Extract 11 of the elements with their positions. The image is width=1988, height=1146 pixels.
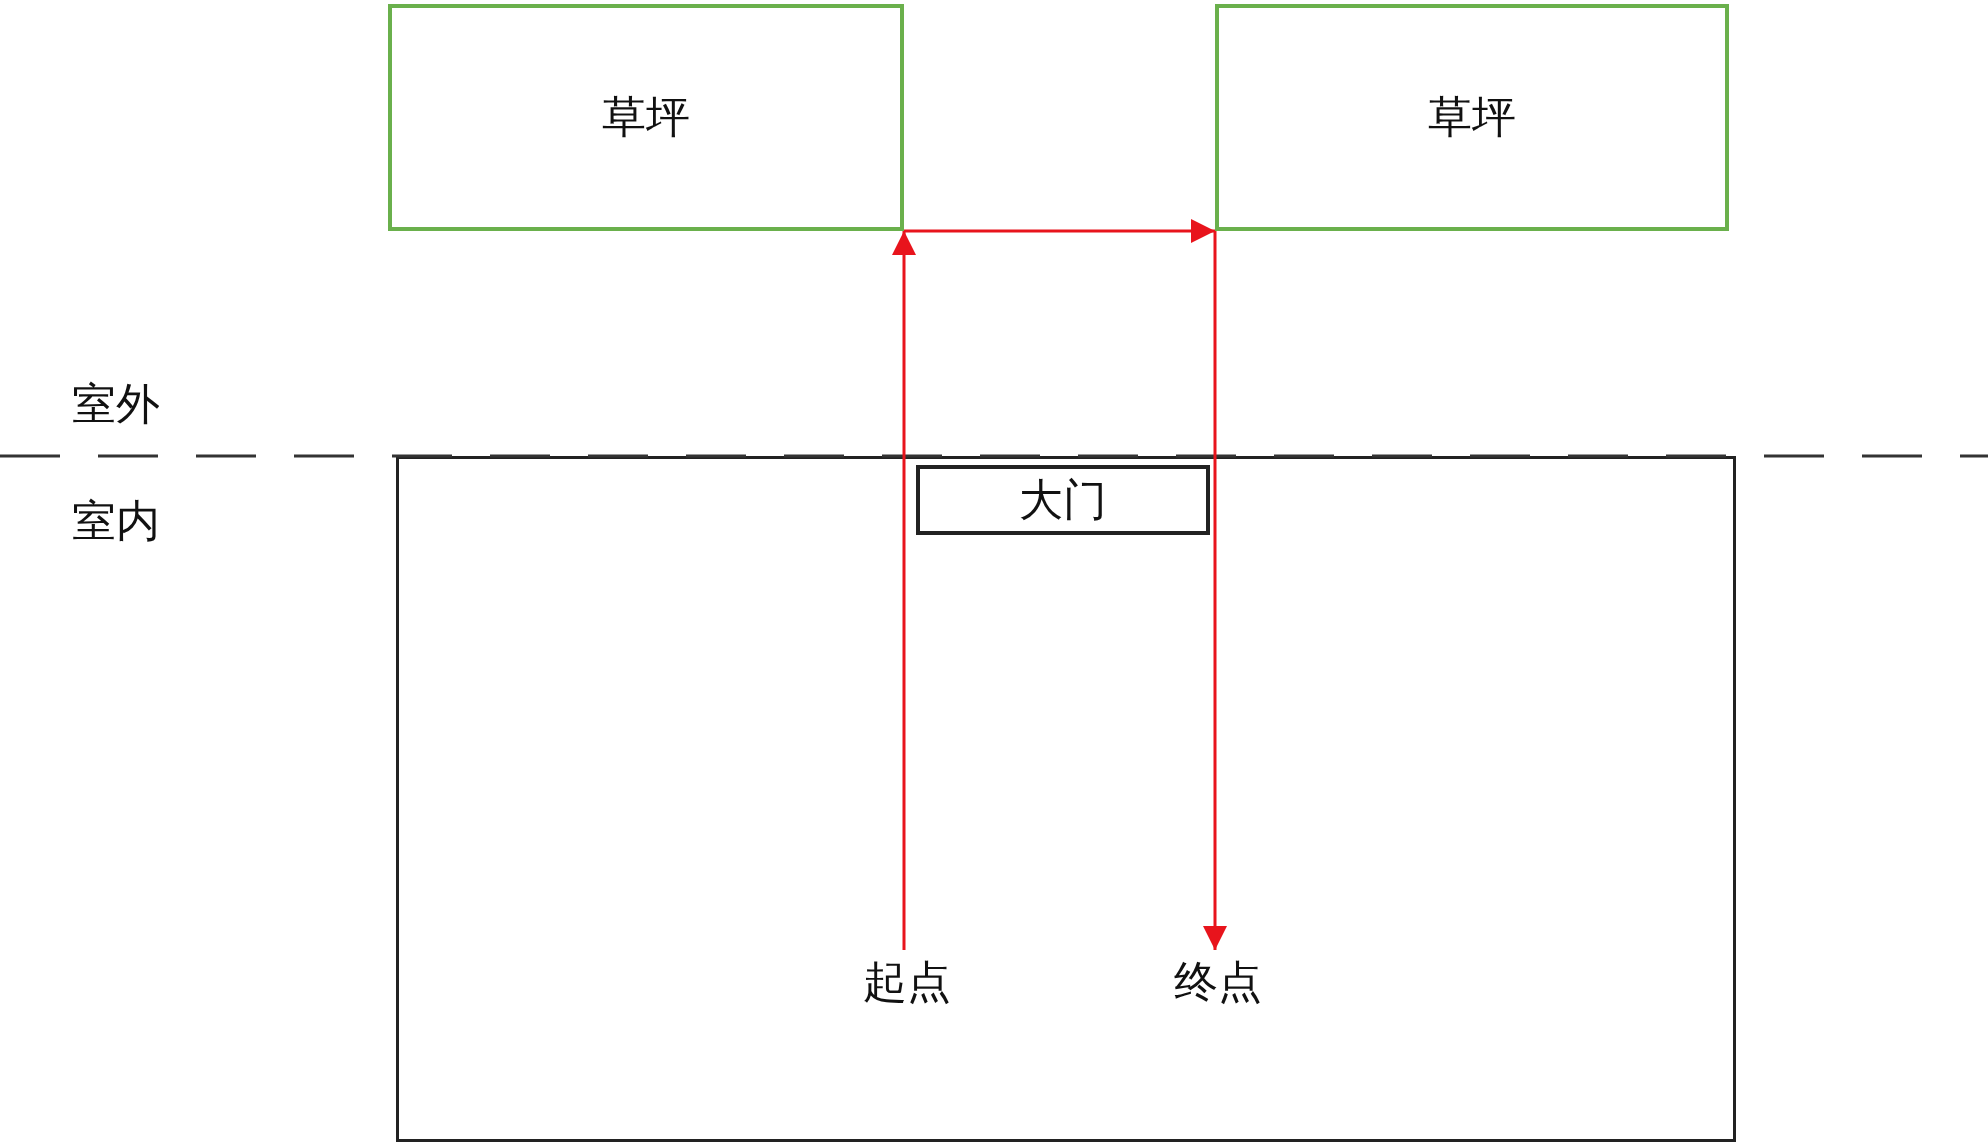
lawn-box: 草坪 <box>1215 4 1729 231</box>
start-label: 起点 <box>857 953 957 1011</box>
building-outline <box>396 456 1736 1142</box>
arrow <box>1203 231 1227 950</box>
lawn-box: 草坪 <box>388 4 904 231</box>
arrow <box>904 219 1215 243</box>
end-label: 终点 <box>1168 953 1268 1011</box>
zone-label: 室外 <box>72 377 160 431</box>
arrow <box>892 231 916 950</box>
zone-label: 室内 <box>72 494 160 548</box>
door-box: 大门 <box>916 465 1210 535</box>
